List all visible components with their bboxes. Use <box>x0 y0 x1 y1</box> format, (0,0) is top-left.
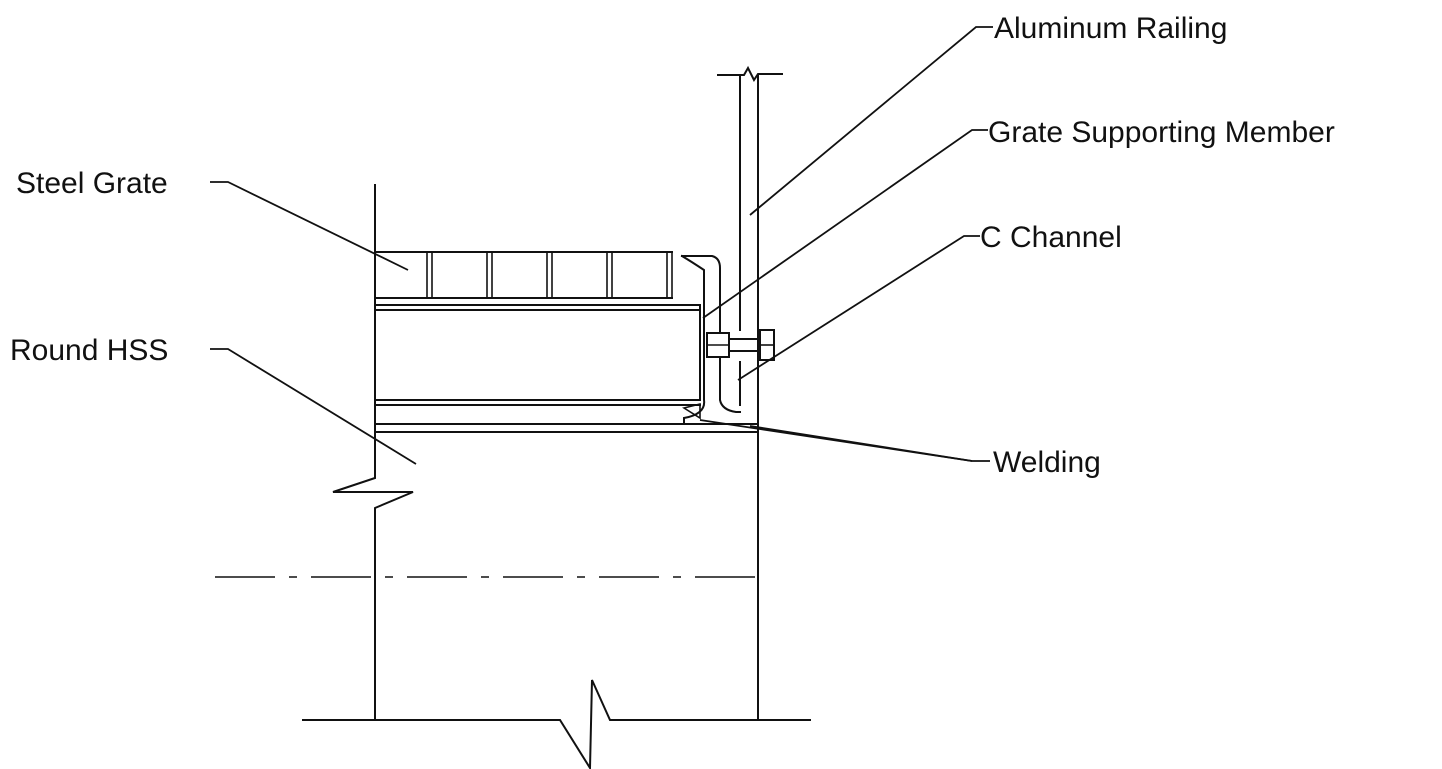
label-round-hss: Round HSS <box>10 334 168 367</box>
leader-welding-2 <box>749 425 973 462</box>
railing-top-break <box>717 65 783 82</box>
weld-fillet <box>681 402 701 420</box>
leader-steel-grate <box>210 181 409 271</box>
grate-supporting-member <box>374 304 701 406</box>
leader-grate-supporting-member <box>702 129 988 319</box>
label-welding: Welding <box>993 446 1101 479</box>
bolt-assembly <box>706 329 775 361</box>
aluminum-railing-post <box>717 65 783 406</box>
leader-lines <box>210 26 993 465</box>
label-grate-supporting-member: Grate Supporting Member <box>988 116 1335 149</box>
label-steel-grate: Steel Grate <box>16 167 168 200</box>
label-c-channel: C Channel <box>980 221 1122 254</box>
hss-left-wall <box>332 184 414 721</box>
leader-aluminum-railing <box>749 26 993 216</box>
label-aluminum-railing: Aluminum Railing <box>994 12 1227 45</box>
leader-round-hss <box>210 348 417 465</box>
steel-grate <box>374 251 673 299</box>
round-hss-body <box>215 74 811 769</box>
bottom-break-line <box>302 679 811 769</box>
leader-c-channel <box>737 235 980 381</box>
